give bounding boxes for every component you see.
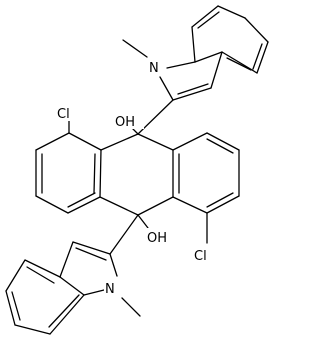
bond [67, 196, 101, 214]
bond [5, 290, 16, 326]
bond [83, 289, 105, 296]
central-ring-system [35, 116, 240, 255]
bond [121, 297, 141, 317]
bond [109, 214, 139, 255]
bond [221, 51, 258, 74]
bond [137, 196, 174, 216]
bond [166, 61, 196, 69]
bond [5, 259, 26, 292]
label-mask [56, 104, 82, 121]
bond [226, 57, 252, 71]
bond [24, 259, 61, 278]
chlorine-label-upper: Cl [57, 107, 70, 122]
bond [49, 294, 85, 335]
bond [99, 149, 102, 198]
bond [206, 132, 240, 151]
label-mask [114, 112, 144, 129]
bond [172, 132, 208, 151]
bond [217, 5, 246, 19]
bond [256, 41, 269, 74]
bond [68, 132, 102, 151]
bond [197, 11, 220, 29]
bond [72, 241, 111, 255]
bond [122, 39, 148, 58]
bond [100, 133, 139, 151]
hydroxyl-label-lower: OH [147, 231, 167, 246]
chlorine-label-lower: Cl [194, 249, 207, 264]
bond [75, 247, 107, 261]
bond [26, 266, 55, 284]
bond [109, 253, 118, 277]
nitrogen-label-upper: N [149, 61, 159, 76]
bond [48, 294, 80, 328]
bond [11, 291, 21, 321]
lower-indole [5, 241, 141, 335]
bond [210, 51, 223, 89]
bond [59, 241, 74, 278]
bond [99, 196, 139, 216]
bond [35, 195, 69, 214]
bond [137, 133, 174, 151]
label-mask [104, 279, 120, 296]
label-mask [193, 246, 219, 263]
nitrogen-label-lower: N [105, 282, 115, 297]
upper-indole [122, 5, 269, 135]
bond [206, 138, 234, 154]
bond [206, 192, 234, 208]
bond [67, 192, 96, 208]
bond [206, 195, 240, 214]
bond [172, 196, 208, 214]
hydroxyl-label-upper: OH [115, 115, 135, 130]
label-mask [148, 58, 164, 75]
bond [14, 324, 51, 335]
bond [35, 132, 70, 151]
molecule-drawing: N Cl OH OH Cl N [5, 5, 269, 335]
bond [194, 51, 223, 63]
structure-canvas: N Cl OH OH Cl N [5, 5, 269, 335]
bond [244, 17, 269, 43]
bond [177, 83, 209, 95]
bond [191, 26, 196, 63]
bond [252, 43, 263, 70]
bond [137, 214, 149, 229]
label-mask [146, 228, 176, 245]
bond [172, 87, 212, 101]
bond [93, 153, 96, 194]
bond [191, 5, 219, 28]
bond [59, 276, 85, 296]
bond [159, 76, 174, 101]
